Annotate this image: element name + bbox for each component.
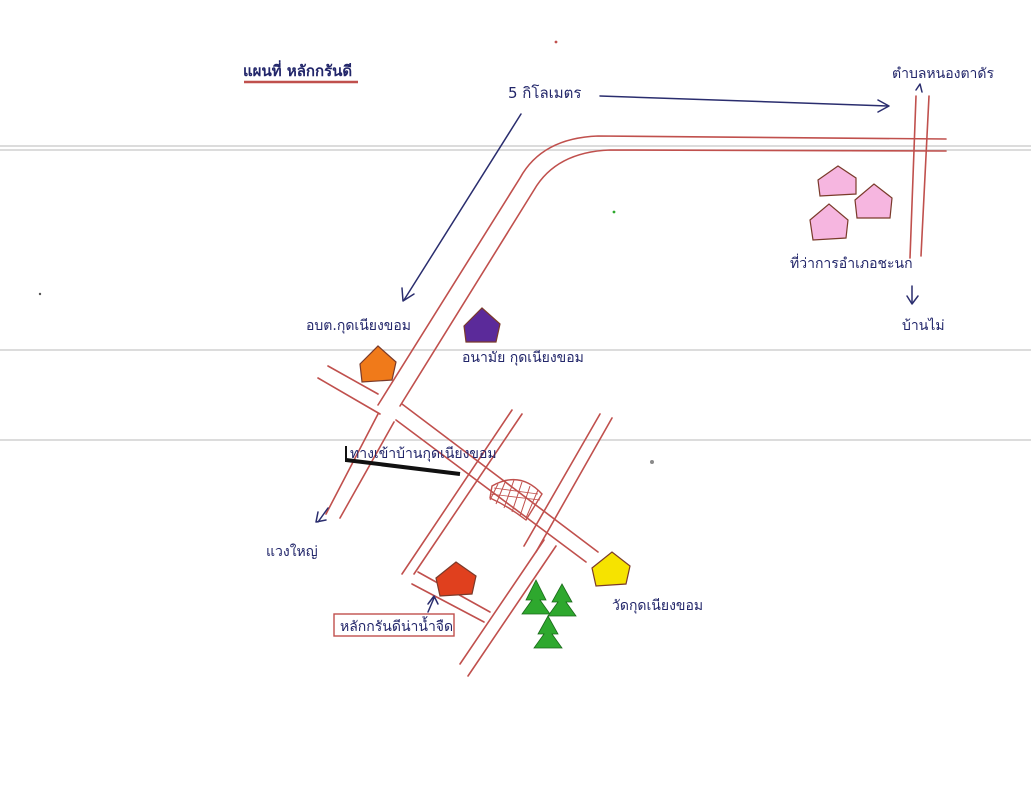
speck xyxy=(38,292,42,296)
trees xyxy=(521,579,577,649)
district-office-houses xyxy=(809,165,893,241)
sao-house-icon xyxy=(359,345,397,383)
tree-icon xyxy=(533,615,563,649)
label-sao: อบต.กุดเนียงขอม xyxy=(306,318,411,334)
label-village: บ้านไม่ xyxy=(902,317,945,334)
bottom-left-arrow xyxy=(315,507,329,523)
target-house-icon xyxy=(435,561,477,597)
bridge-icon xyxy=(489,478,543,522)
temple-house-icon xyxy=(591,551,631,587)
distance-arrow-down-head xyxy=(401,287,415,302)
label-bottom-left-destination: แวงใหญ่ xyxy=(266,543,318,560)
house-icon xyxy=(809,203,849,241)
top-right-arrow xyxy=(915,83,923,93)
label-top-right-destination: ตำบลหนองตาดัร xyxy=(892,66,995,82)
distance-arrow-right-head xyxy=(877,99,890,113)
speck xyxy=(650,460,654,464)
label-health-station: อนามัย กุดเนียงขอม xyxy=(462,350,584,366)
tree-icon xyxy=(521,579,551,615)
distance-arrow-down xyxy=(403,113,522,301)
label-road-sign: ทางเข้าบ้านกุดเนียงขอม xyxy=(350,446,497,462)
house-icon xyxy=(854,183,893,219)
village-arrow-head xyxy=(906,295,919,305)
road-sign-bar xyxy=(345,458,461,476)
tree-icon xyxy=(547,583,577,617)
label-district-office: ที่ว่าการอำเภอชะนก xyxy=(790,254,913,272)
health-station-house-icon xyxy=(463,307,501,343)
target-arrow xyxy=(427,595,439,613)
speck xyxy=(612,210,616,214)
right-road xyxy=(909,95,930,259)
lower-roads xyxy=(317,365,613,677)
house-icon xyxy=(817,165,857,197)
main-road xyxy=(377,135,947,407)
label-temple: วัดกุดเนียงขอม xyxy=(612,598,703,614)
speck xyxy=(554,40,558,44)
label-highlight-box: หลักกรันดีน่าน้ำจืด xyxy=(340,616,453,635)
map-title: แผนที่ หลักกรันดี xyxy=(243,60,352,80)
distance-arrow-right xyxy=(599,95,889,107)
highlight-box xyxy=(333,613,455,637)
distance-label: 5 กิโลเมตร xyxy=(508,84,581,102)
